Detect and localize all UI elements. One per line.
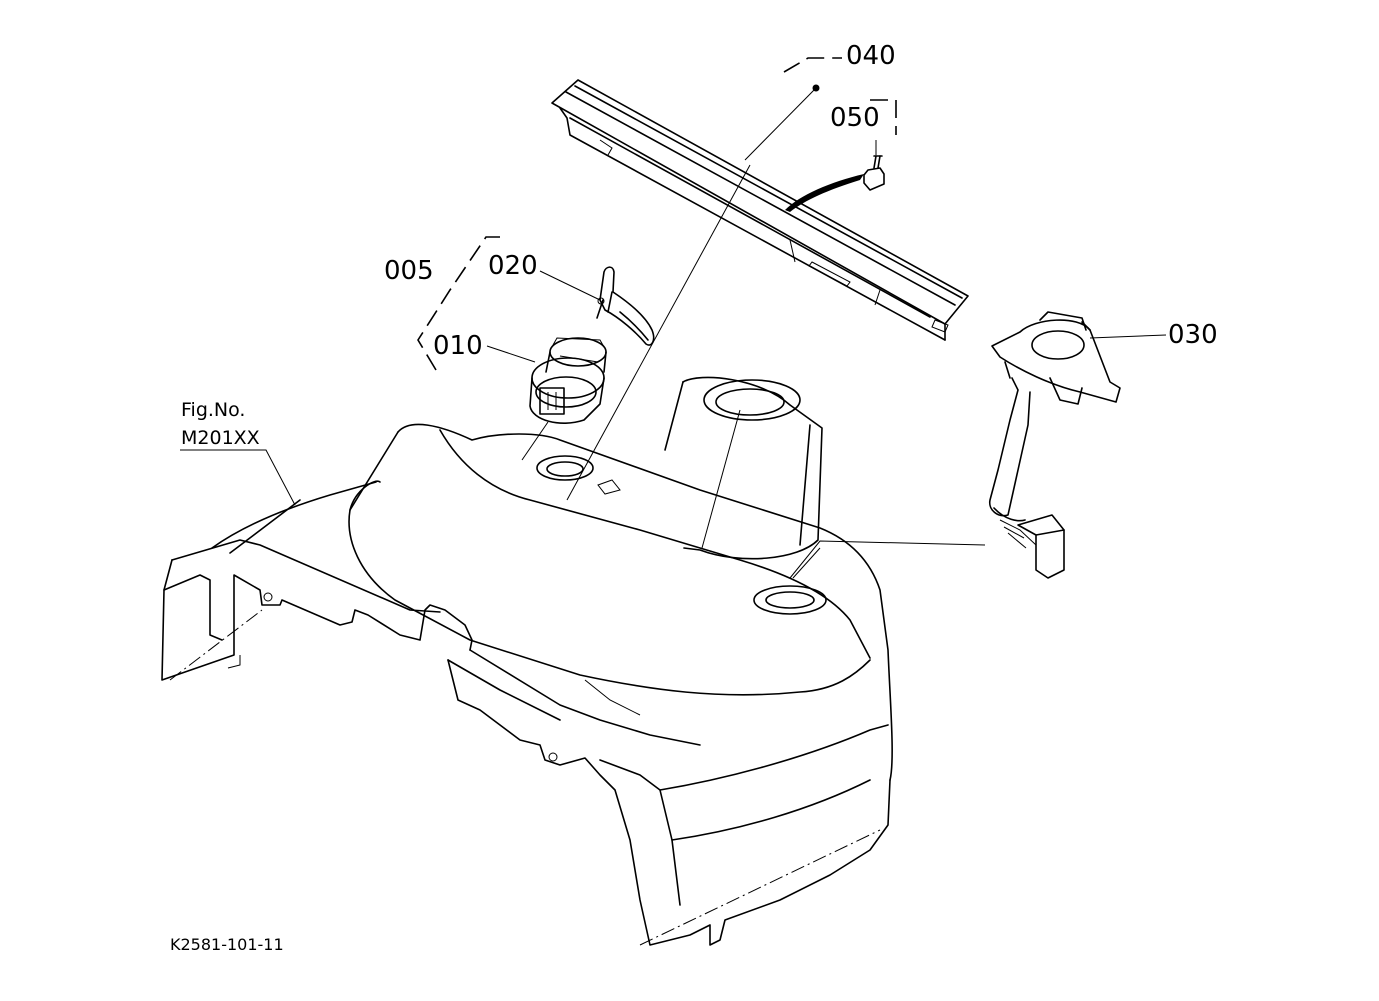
switch-harness-030[interactable] bbox=[988, 311, 1121, 579]
figure-ref-number[interactable]: M201XX bbox=[181, 427, 260, 449]
key-switch-010[interactable] bbox=[529, 337, 607, 424]
group-bracket-040 bbox=[783, 57, 897, 135]
callout-020[interactable]: 020 bbox=[488, 251, 538, 281]
key-020[interactable] bbox=[596, 266, 655, 346]
callout-050[interactable]: 050 bbox=[830, 103, 880, 133]
leader-lines bbox=[180, 84, 1167, 579]
front-cover[interactable] bbox=[161, 376, 893, 946]
drawing-code: K2581-101-11 bbox=[170, 935, 284, 954]
callout-030[interactable]: 030 bbox=[1168, 320, 1218, 350]
figure-ref-label: Fig.No. bbox=[181, 399, 245, 421]
callout-010[interactable]: 010 bbox=[433, 331, 483, 361]
panel-board-040[interactable] bbox=[551, 79, 969, 341]
callout-040[interactable]: 040 bbox=[846, 41, 896, 71]
callout-005[interactable]: 005 bbox=[384, 256, 434, 286]
group-bracket-005 bbox=[417, 236, 500, 371]
screw-050[interactable] bbox=[863, 155, 885, 191]
